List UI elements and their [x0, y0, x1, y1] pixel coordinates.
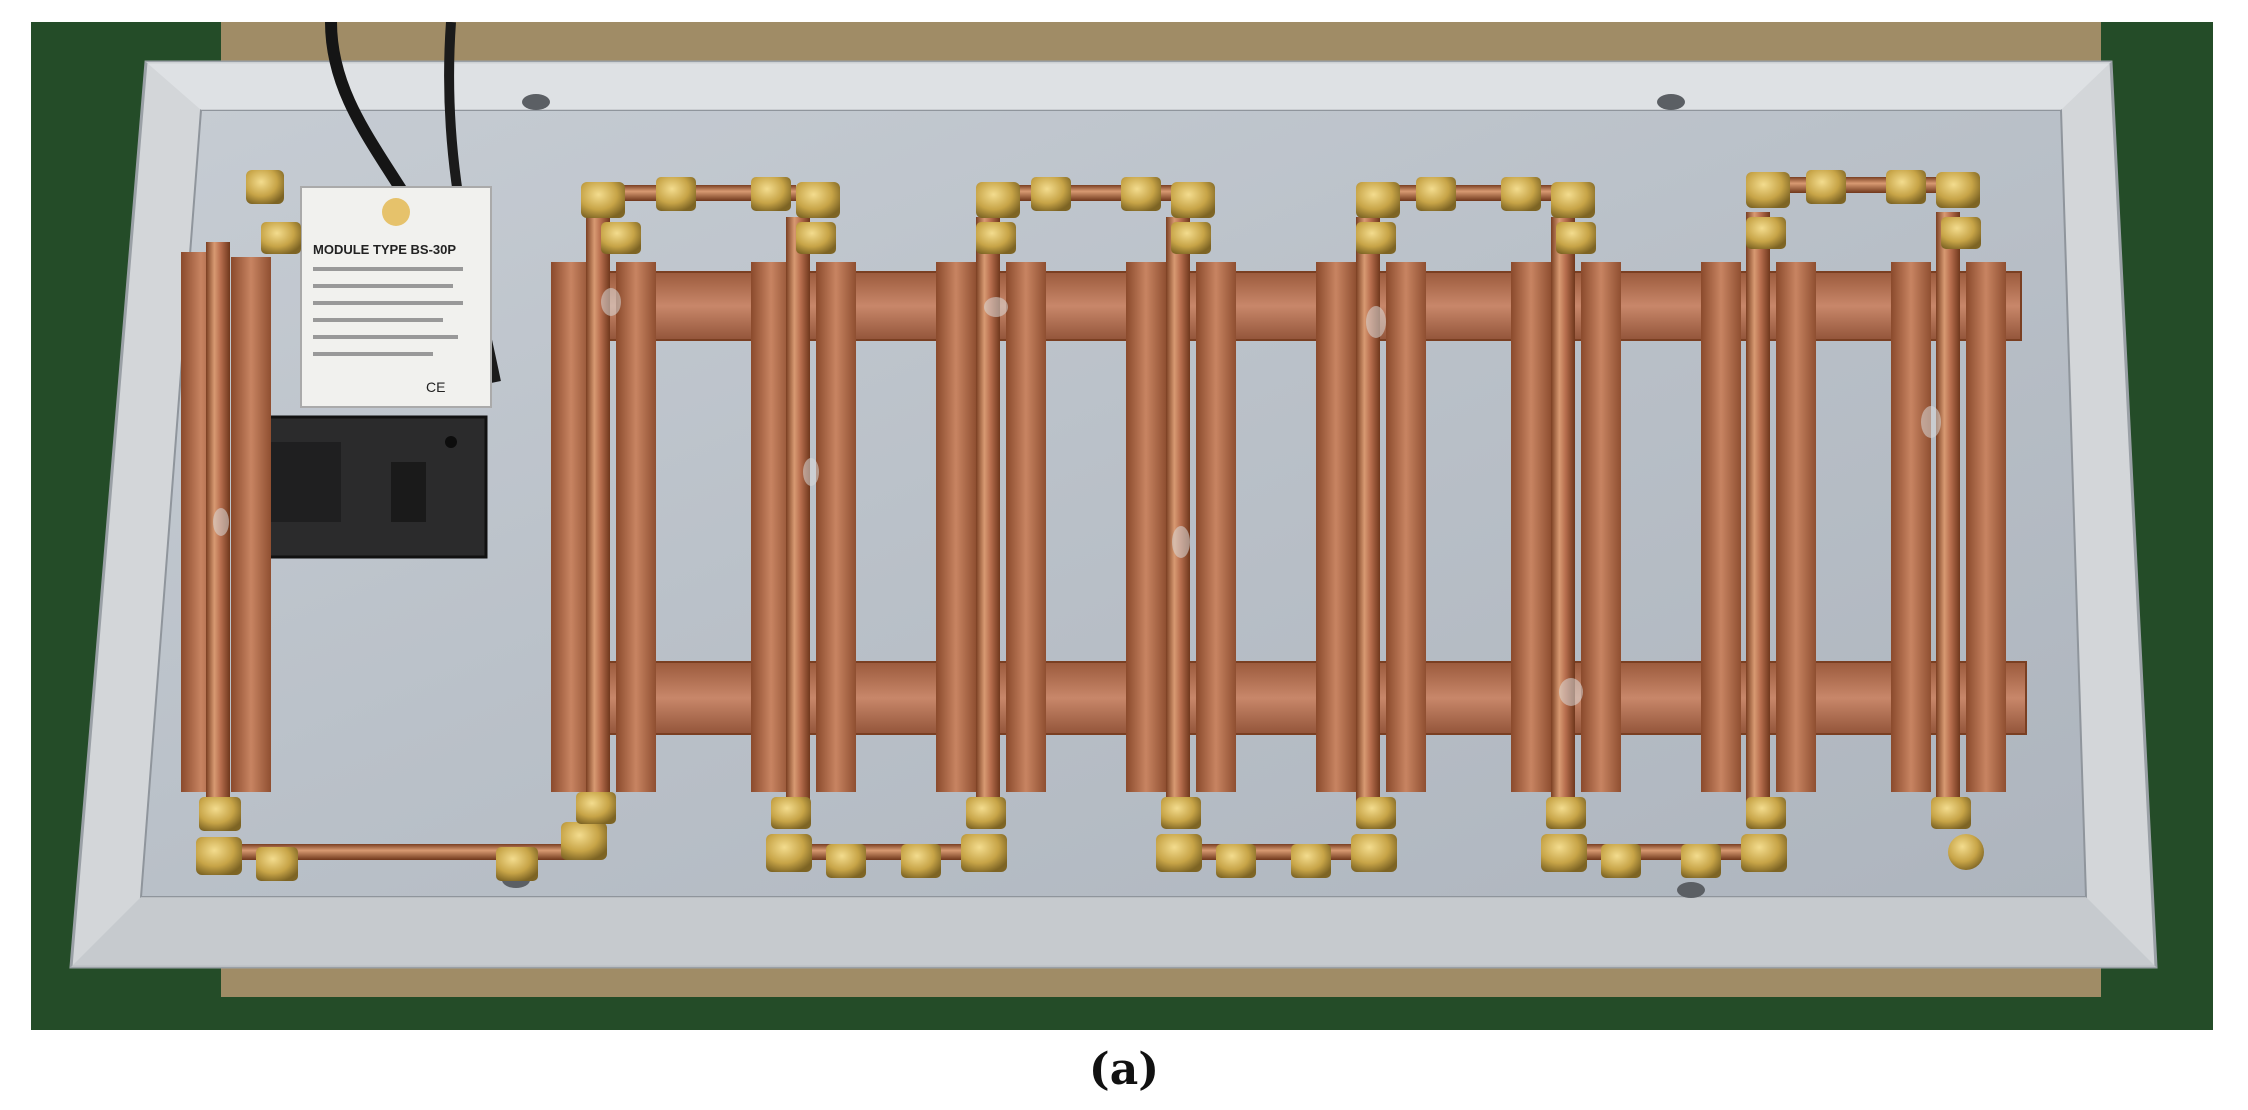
photo-solar-panel-copper-pipes: MODULE TYPE BS-30P CE: [31, 22, 2213, 1030]
junction-box: [244, 415, 488, 559]
module-label-title: MODULE TYPE BS-30P: [313, 242, 456, 257]
brass-fittings: [196, 170, 1984, 881]
module-label-sticker: MODULE TYPE BS-30P CE: [300, 186, 492, 408]
cert-marks: CE: [426, 379, 445, 395]
figure-caption: (a): [1088, 1044, 1160, 1095]
